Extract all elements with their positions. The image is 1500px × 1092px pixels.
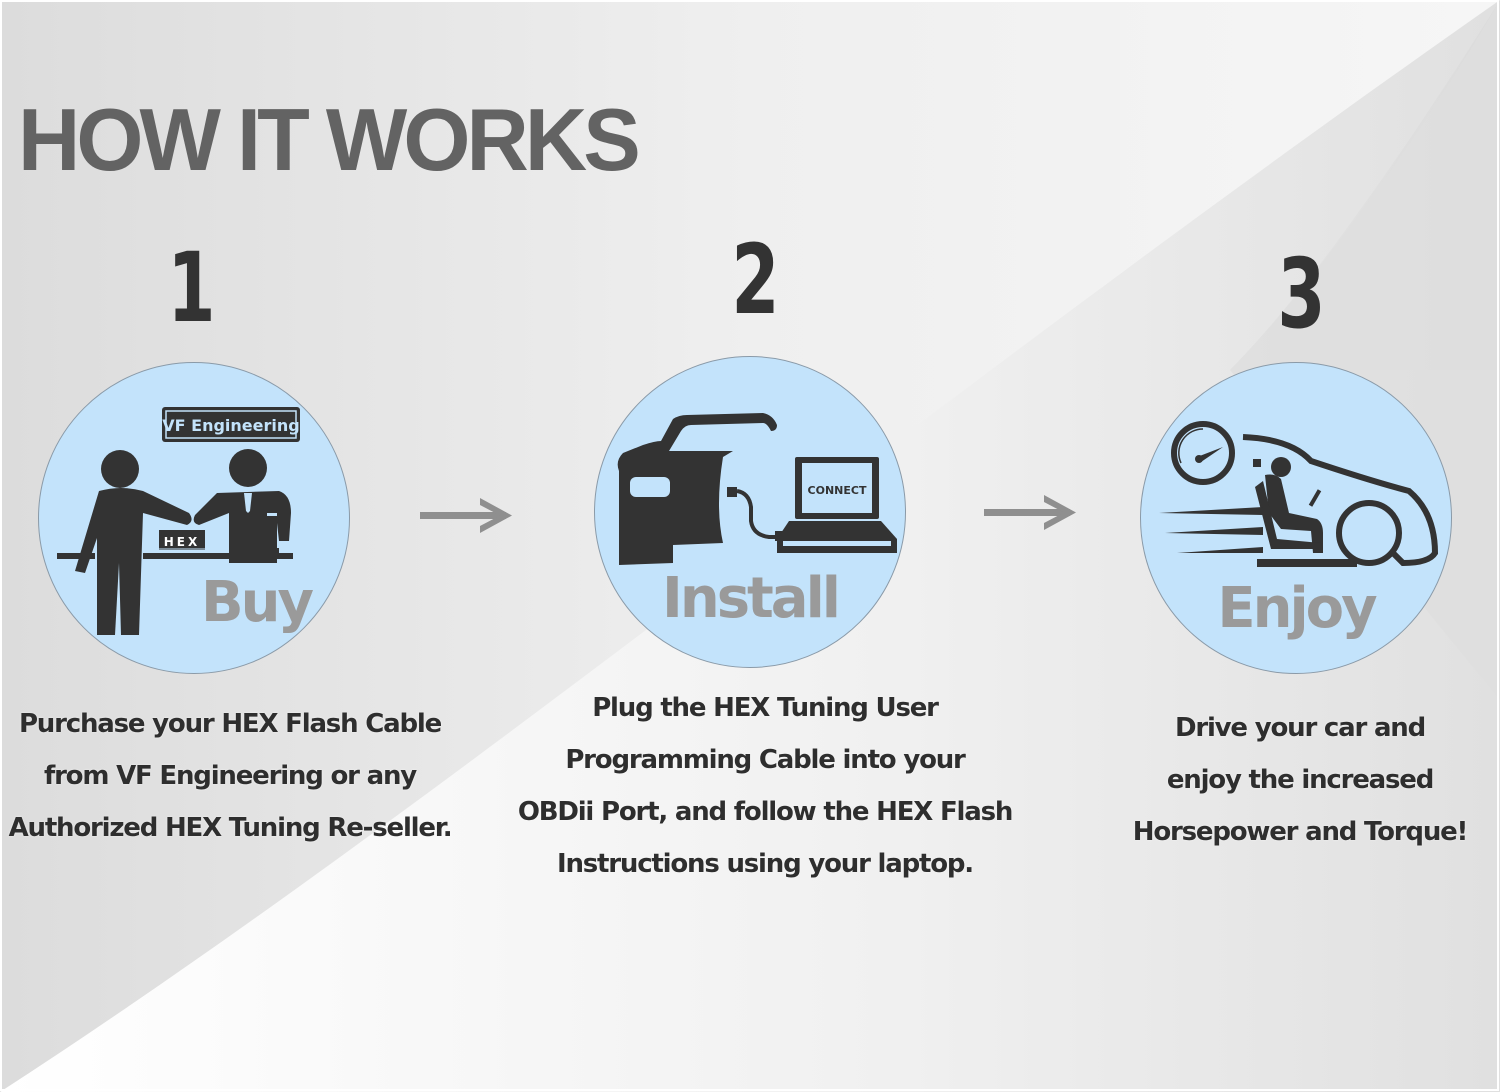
step-3-description: Drive your car and enjoy the increased H… — [1110, 702, 1490, 858]
description-line: Horsepower and Torque! — [1132, 817, 1469, 847]
description-line: OBDii Port, and follow the HEX Flash — [517, 797, 1014, 827]
step-1-description: Purchase your HEX Flash Cable from VF En… — [0, 698, 460, 854]
step-3-label: Enjoy — [1217, 576, 1377, 641]
description-line: Authorized HEX Tuning Re-seller. — [8, 813, 453, 843]
car-laptop-connect-icon: CONNECT — [617, 413, 897, 565]
description-line: Programming Cable into your — [565, 745, 966, 775]
step-2-circle: CONNECT Install — [594, 356, 906, 668]
step-1-number: 1 — [167, 232, 216, 344]
sign-text: VF Engineering — [162, 416, 299, 435]
page-title: HOW IT WORKS — [18, 90, 641, 189]
arrow-right-icon — [420, 498, 512, 533]
step-1-label: Buy — [200, 570, 314, 635]
handshake-purchase-icon: VF Engineering HEX — [57, 407, 300, 635]
description-line: Instructions using your laptop. — [557, 849, 974, 879]
step-1-circle: VF Engineering HEX Buy — [38, 362, 350, 674]
description-line: enjoy the increased — [1166, 765, 1435, 795]
description-line: Purchase your HEX Flash Cable — [18, 709, 442, 739]
description-line: Drive your car and — [1174, 713, 1426, 743]
step-2-description: Plug the HEX Tuning User Programming Cab… — [505, 682, 1025, 890]
laptop-screen-text: CONNECT — [808, 484, 867, 497]
description-line: from VF Engineering or any — [43, 761, 417, 791]
arrow-right-icon — [984, 495, 1076, 530]
step-2-number: 2 — [731, 224, 780, 336]
hex-box-text: HEX — [164, 535, 201, 549]
description-line: Plug the HEX Tuning User — [592, 693, 939, 723]
speeding-car-icon — [1159, 421, 1439, 567]
step-3-number: 3 — [1277, 238, 1326, 350]
step-3-circle: Enjoy — [1140, 362, 1452, 674]
step-2-label: Install — [662, 566, 841, 631]
